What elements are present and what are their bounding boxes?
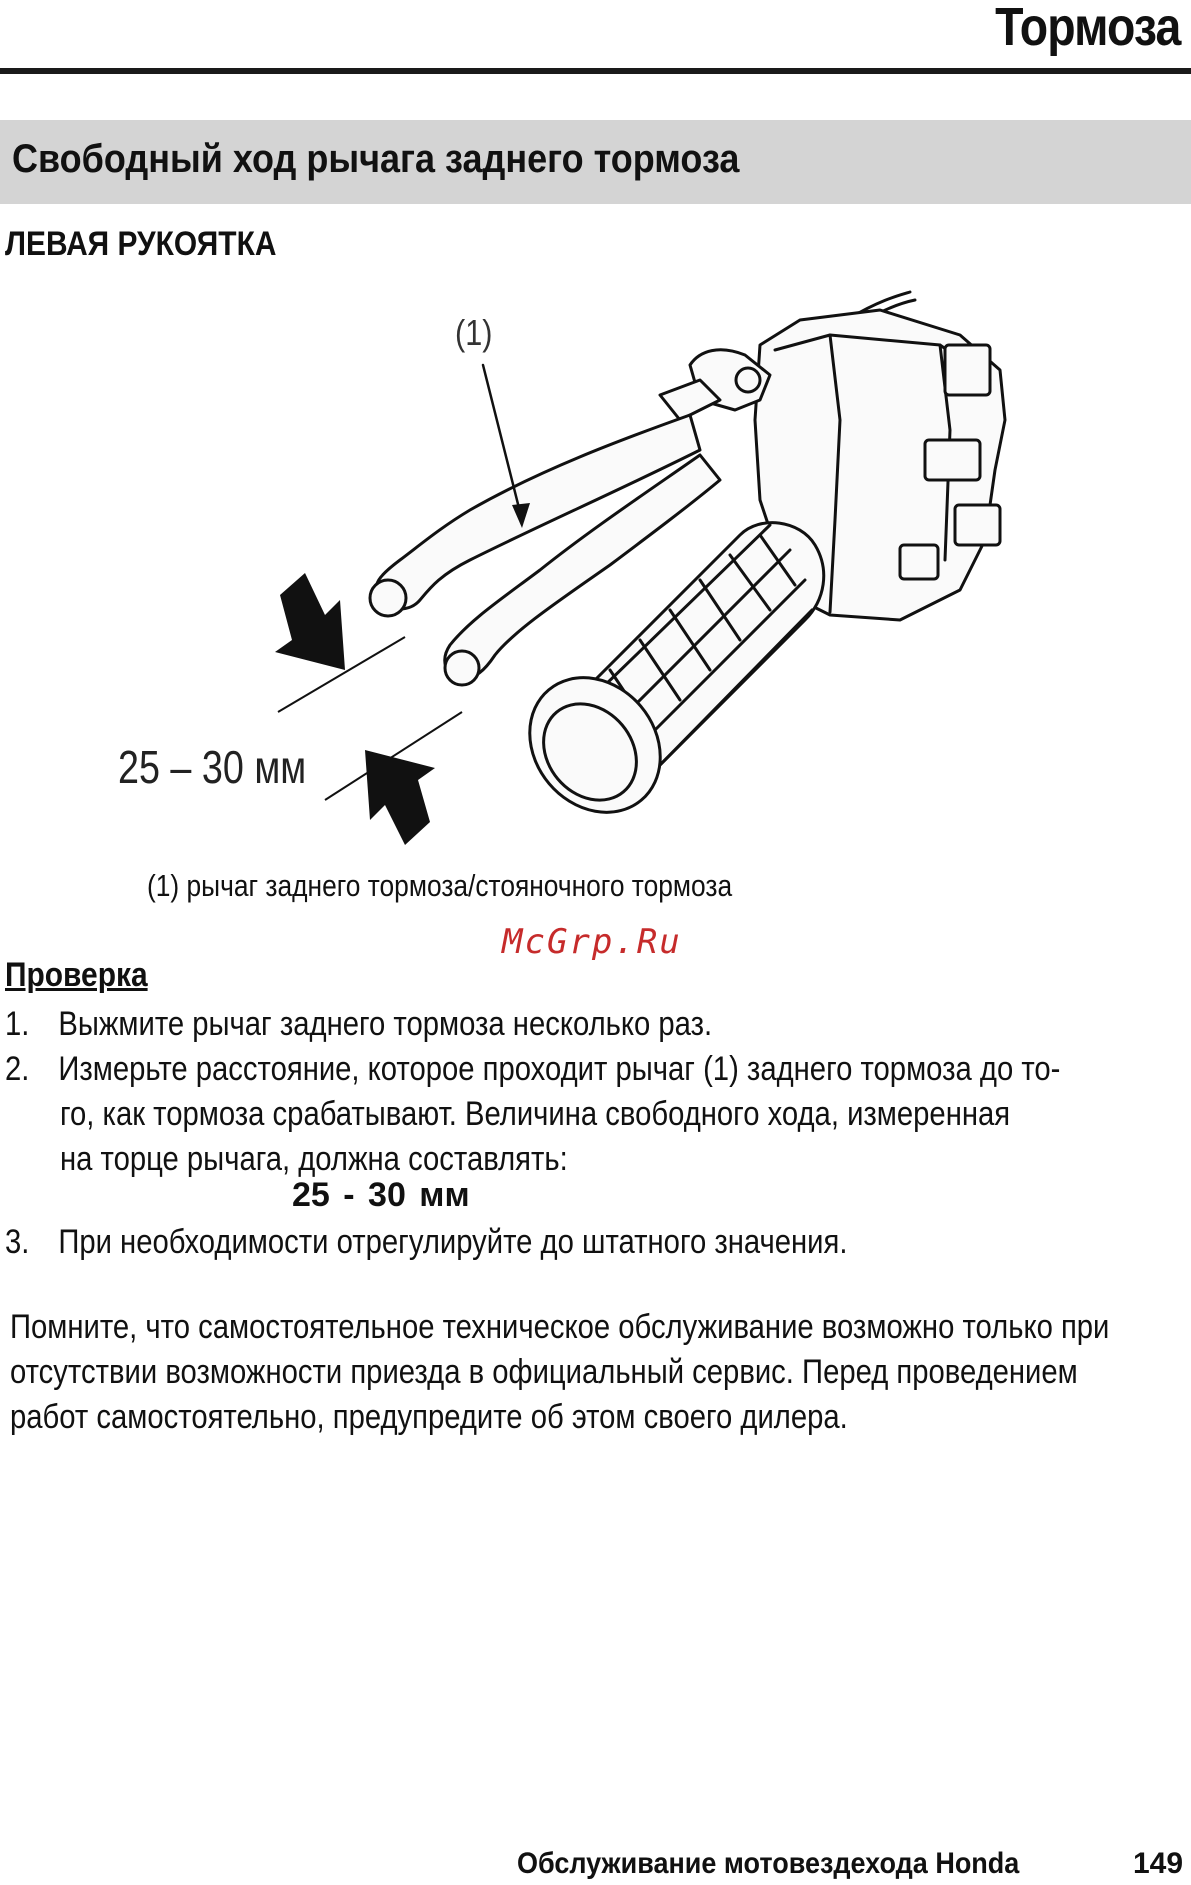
footer-title: Обслуживание мотовездехода Honda	[517, 1847, 1020, 1880]
figure-caption: (1) рычаг заднего тормоза/стояночного то…	[147, 868, 733, 903]
handlebar-grip	[528, 521, 826, 814]
page-number: 149	[1133, 1847, 1184, 1880]
switch-button-middle	[923, 438, 982, 482]
step-2: 2. Измерьте расстояние, которое проходит …	[5, 1047, 1060, 1091]
watermark: McGrp.Ru	[502, 922, 682, 962]
section-banner	[0, 120, 1191, 204]
step-3: 3. При необходимости отрегулируйте до шта…	[5, 1220, 847, 1264]
step-text: Выжмите рычаг заднего тормоза несколько …	[58, 1005, 713, 1043]
section-title: Свободный ход рычага заднего тормоза	[12, 137, 740, 181]
spec-value: 25 - 30 мм	[292, 1176, 470, 1214]
figure-subheading: ЛЕВАЯ РУКОЯТКА	[5, 225, 277, 263]
step-number: 3.	[5, 1223, 30, 1261]
note-line-1: Помните, что самостоятельное техническое…	[10, 1308, 1110, 1346]
lower-measure-arrow-icon	[365, 750, 435, 845]
note-line-2: отсутствии возможности приезда в официал…	[10, 1353, 1078, 1391]
step-2-line-3: на торце рычага, должна составлять:	[60, 1140, 568, 1178]
page-header-title: Тормоза	[995, 0, 1182, 57]
step-2-line-2: го, как тормоза срабатывают. Величина св…	[60, 1095, 1011, 1133]
left-handlebar-illustration	[275, 290, 1007, 845]
step-text: При необходимости отрегулируйте до штатн…	[58, 1223, 848, 1261]
check-heading: Проверка	[5, 956, 148, 994]
callout-number: (1)	[455, 312, 493, 353]
note-line-3: работ самостоятельно, предупредите об эт…	[10, 1398, 848, 1436]
switch-button-lower	[953, 503, 1002, 547]
step-number: 1.	[5, 1005, 30, 1043]
callout-pointer	[481, 363, 524, 522]
switch-button-top	[943, 343, 992, 397]
header-rule	[0, 68, 1191, 74]
step-number: 2.	[5, 1050, 30, 1088]
upper-measure-arrow-icon	[275, 573, 345, 670]
step-1: 1. Выжмите рычаг заднего тормоза нескольк…	[5, 1002, 712, 1046]
step-text: Измерьте расстояние, которое проходит ры…	[58, 1050, 1061, 1088]
measurement-label: 25 – 30 мм	[118, 741, 307, 793]
